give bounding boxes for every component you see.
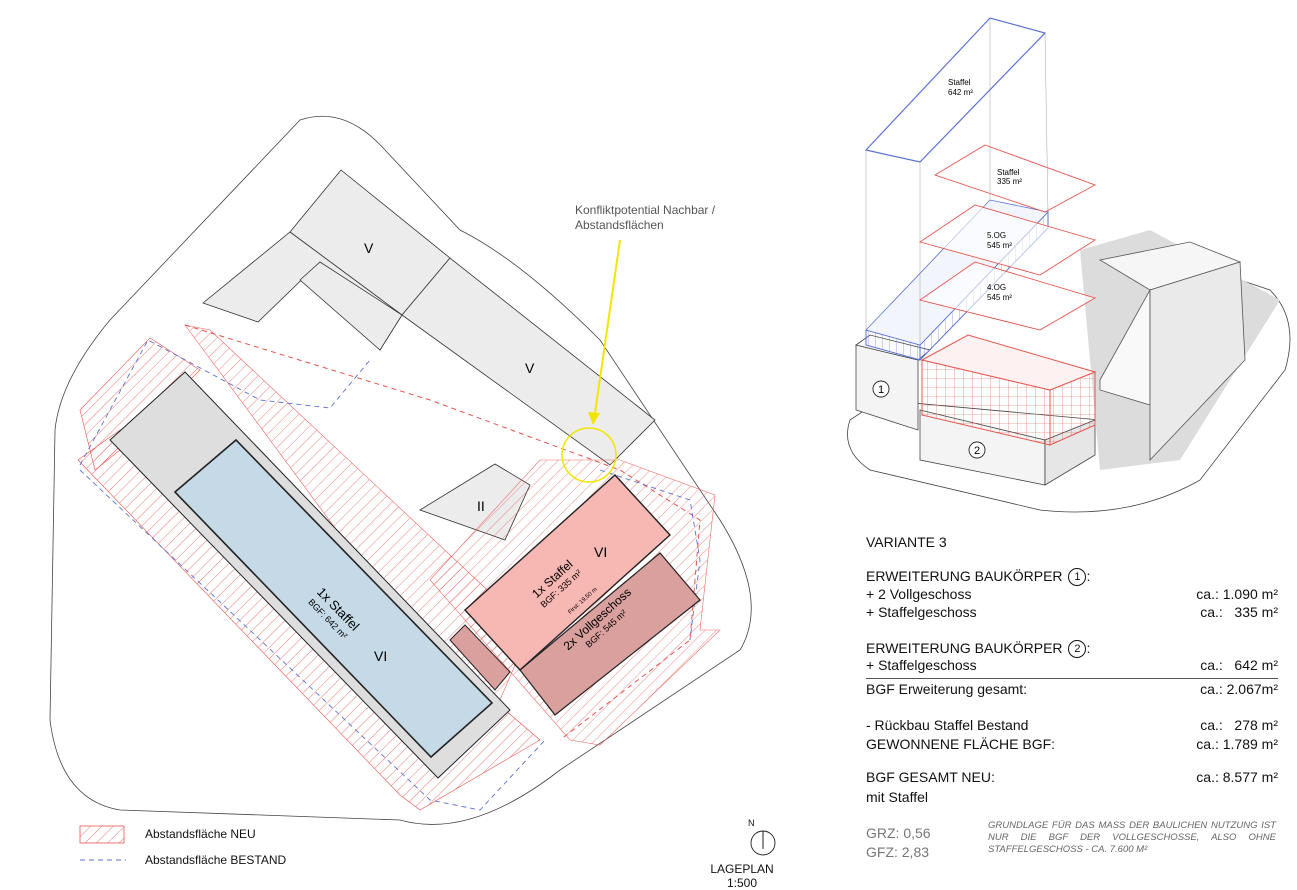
rueckbau-row: - Rückbau Staffel Bestand ca.: 278 m² [866, 717, 1278, 735]
section1-marker: 1 [1068, 568, 1087, 587]
gesamt-sub-row: mit Staffel [866, 789, 1278, 807]
s1-row2-label: + Staffelgeschoss [866, 604, 977, 620]
section1-title-text: ERWEITERUNG BAUKÖRPER [866, 568, 1063, 584]
existing-building-v-inner [299, 261, 403, 351]
label-building-v-center: V [525, 360, 535, 376]
parcel-outline [49, 115, 752, 825]
axo-marker-1-circle [872, 380, 890, 398]
gewonnen-label: GEWONNENE FLÄCHE BGF: [866, 736, 1056, 752]
axo-og5-area: 545 m² [987, 241, 1012, 250]
axo-floor-staffel-mid [933, 144, 1097, 213]
section2-suffix: : [1086, 640, 1091, 656]
section2-title-row: ERWEITERUNG BAUKÖRPER 2: [866, 640, 1278, 659]
clearance-line-new-dashed [184, 324, 701, 741]
section1-title-row: ERWEITERUNG BAUKÖRPER 1: [866, 568, 1278, 587]
axonometric-view: Staffel 642 m² Staffel 335 m² 5.OG 545 m… [847, 17, 1291, 513]
variant-title-row: VARIANTE 3 [866, 534, 1278, 552]
clearance-line-existing-dashed-2 [79, 469, 546, 811]
annotation-arrowhead [588, 412, 600, 425]
axo-guide-3 [1044, 32, 1049, 213]
section1-title: ERWEITERUNG BAUKÖRPER 1: [866, 568, 1091, 587]
axo-staffel-mid-name: Staffel [997, 168, 1020, 177]
building-body2-connector [449, 624, 511, 691]
legend-swatch-new [79, 825, 125, 844]
s2-row1-value: ca.: 642 m² [1200, 657, 1278, 673]
building-body1-staffel [173, 438, 494, 759]
clearance-line-existing-dashed [79, 339, 371, 466]
total-value: ca.: 2.067m² [1200, 681, 1278, 697]
section2-title: ERWEITERUNG BAUKÖRPER 2: [866, 640, 1091, 659]
plan-scale: 1:500 [726, 876, 758, 890]
rueckbau-label: - Rückbau Staffel Bestand [866, 717, 1029, 733]
axo-floor-4og [918, 261, 1097, 331]
total-label: BGF Erweiterung gesamt: [866, 681, 1028, 697]
label-body1-floors: VI [374, 648, 387, 664]
rueckbau-value: ca.: 278 m² [1200, 717, 1278, 733]
legend-label-existing: Abstandsfläche BESTAND [145, 853, 287, 867]
s1-row1-label: + 2 Vollgeschoss [866, 586, 972, 602]
variant-title: VARIANTE 3 [866, 534, 947, 550]
building-body2-staffel [464, 474, 671, 671]
legend-item-existing: Abstandsfläche BESTAND [80, 851, 340, 871]
s1-row2-value: ca.: 335 m² [1200, 604, 1278, 620]
axo-neighbour-side [1149, 261, 1246, 462]
north-letter: N [748, 818, 755, 828]
axo-floor-5og [918, 204, 1097, 276]
annotation-line1: Konfliktpotential Nachbar / [575, 203, 716, 217]
section2-marker: 2 [1068, 640, 1087, 659]
annotation-text: Konfliktpotential Nachbar / Abstandsfläc… [575, 203, 718, 232]
axo-marker-2: 2 [974, 445, 980, 457]
s2-row1-label: + Staffelgeschoss [866, 657, 977, 673]
axo-ground [847, 279, 1291, 513]
axo-staffel-mid-area: 335 m² [997, 177, 1022, 186]
label-body2-floors: VI [594, 544, 607, 560]
gesamt-label: BGF GESAMT NEU: [866, 769, 995, 785]
s2-row1: + Staffelgeschoss ca.: 642 m² [866, 657, 1278, 675]
axo-og5-name: 5.OG [987, 231, 1006, 240]
s1-row1-value: ca.: 1.090 m² [1196, 586, 1278, 602]
legal-note: Grundlage für das Mass der baulichen Nut… [988, 820, 1276, 855]
grz-value: GRZ: 0,56 [866, 825, 931, 841]
axo-og4-area: 545 m² [987, 293, 1012, 302]
axo-body2-new-top [920, 334, 1097, 391]
gesamt-value: ca.: 8.577 m² [1196, 769, 1278, 785]
gesamt-sub: mit Staffel [866, 789, 928, 805]
clearance-line-existing-dashed-3 [599, 469, 701, 641]
legend-label-new: Abstandsfläche NEU [145, 827, 256, 841]
axo-staffel-top-area: 642 m² [948, 88, 973, 97]
ratio-block: GRZ: 0,56 GFZ: 2,83 [866, 824, 931, 862]
axo-og4-name: 4.OG [987, 283, 1006, 292]
label-building-ii: II [477, 498, 485, 514]
gewonnen-row: GEWONNENE FLÄCHE BGF: ca.: 1.789 m² [866, 736, 1278, 754]
conflict-highlight-circle [561, 427, 617, 483]
plan-title: LAGEPLAN [710, 862, 774, 876]
total-row: BGF Erweiterung gesamt: ca.: 2.067m² [866, 681, 1278, 699]
gewonnen-value: ca.: 1.789 m² [1196, 736, 1278, 752]
label-building-v-north: V [364, 240, 374, 256]
sum-divider [866, 678, 1278, 679]
annotation-arrow [593, 239, 621, 421]
axo-staffel-top-name: Staffel [948, 78, 971, 87]
building-body2-vollgeschoss [519, 552, 701, 716]
gesamt-row: BGF GESAMT NEU: ca.: 8.577 m² [866, 769, 1278, 787]
axo-marker-1: 1 [878, 384, 884, 396]
s1-row1: + 2 Vollgeschoss ca.: 1.090 m² [866, 586, 1278, 604]
section2-title-text: ERWEITERUNG BAUKÖRPER [866, 640, 1063, 656]
gfz-value: GFZ: 2,83 [866, 844, 930, 860]
legend-item-new: Abstandsfläche NEU [80, 825, 340, 845]
site-plan: Konfliktpotential Nachbar / Abstandsfläc… [49, 115, 752, 825]
s1-row2: + Staffelgeschoss ca.: 335 m² [866, 604, 1278, 622]
section1-suffix: : [1086, 568, 1091, 584]
annotation-line2: Abstandsflächen [575, 218, 664, 232]
axo-marker-2-circle [968, 441, 986, 459]
